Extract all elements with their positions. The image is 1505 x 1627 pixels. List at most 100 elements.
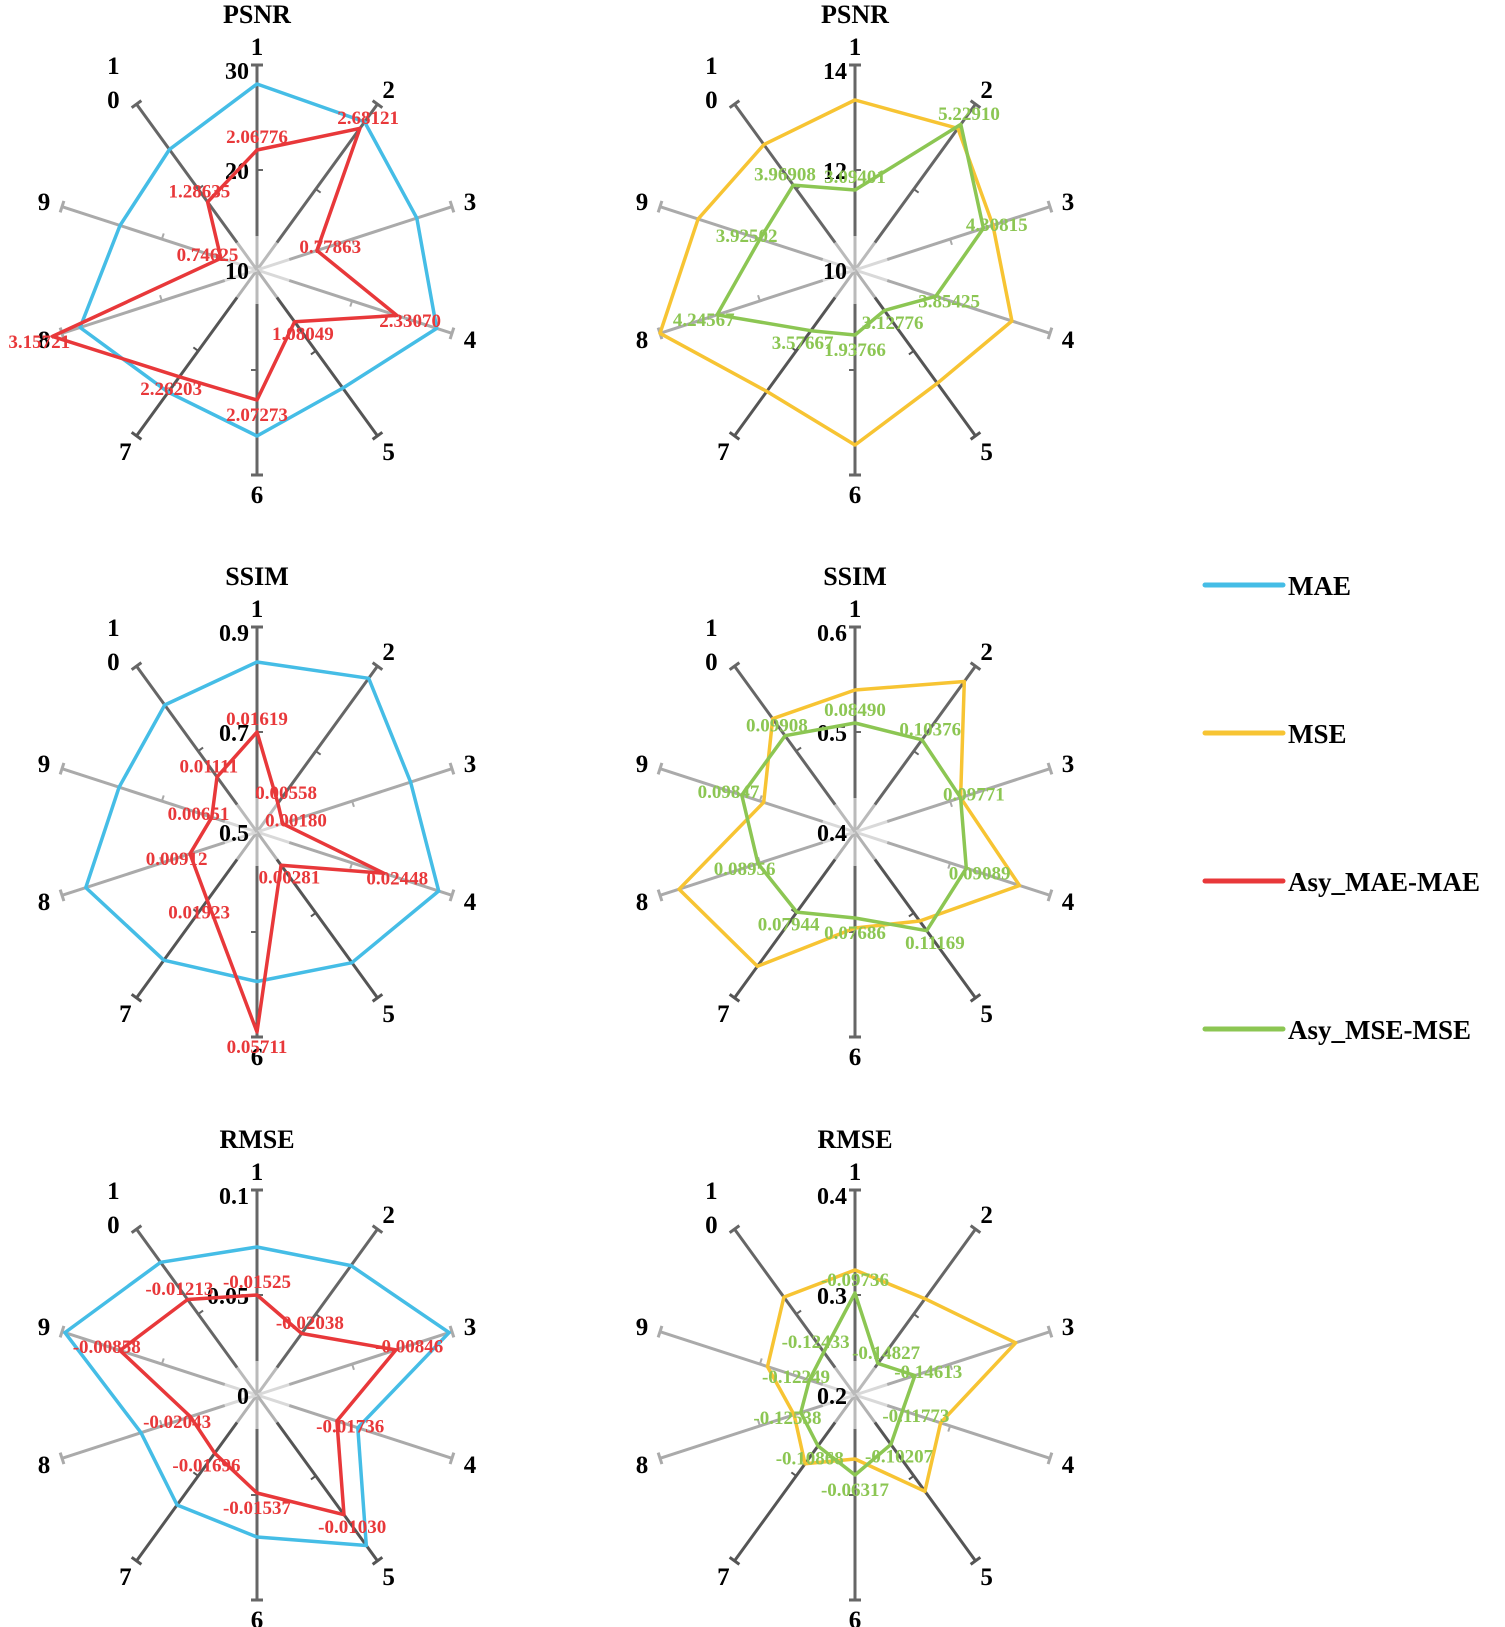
data-label-7: 0.07944: [758, 914, 820, 935]
axis-cap-10: [728, 1224, 741, 1234]
axis-cap-4: [1046, 1452, 1054, 1465]
axis-tick-5: [908, 350, 915, 356]
data-label-4: 0.09089: [949, 863, 1011, 884]
legend-label-MAE: MAE: [1288, 571, 1351, 601]
axis-cap-7: [130, 993, 143, 1003]
axis-label-8: 8: [636, 889, 649, 916]
axis-label-1: 1: [251, 596, 264, 623]
axis-label-9: 9: [636, 189, 649, 216]
axis-line-2: [853, 665, 977, 833]
axis-label-5: 5: [980, 439, 993, 466]
axis-line-10: [733, 103, 857, 271]
axis-tick-3: [949, 800, 953, 808]
axis-cap-8: [58, 1452, 66, 1465]
legend-label-Asy_MSE-MSE: Asy_MSE-MSE: [1288, 1015, 1471, 1045]
data-label-3: 4.30815: [966, 215, 1028, 236]
data-label-3: 0.77863: [299, 237, 361, 258]
axis-cap-10: [130, 1224, 143, 1234]
series-line-MAE: [78, 82, 439, 438]
axis-tick-4: [947, 1425, 952, 1432]
axis-line-5: [853, 269, 977, 437]
data-label-10: -0.12433: [782, 1332, 850, 1353]
axis-tick-10: [197, 746, 204, 752]
axis-line-3: [854, 205, 1051, 272]
series-line-MSE: [765, 1268, 1018, 1494]
axis-cap-4: [448, 889, 456, 902]
data-label-10: 0.01111: [179, 757, 238, 778]
data-label-3: 0.09771: [943, 784, 1005, 805]
axis-cap-5: [371, 431, 384, 441]
axis-cap-5: [969, 993, 982, 1003]
axis-cap-10: [728, 661, 741, 671]
panel-title: RMSE: [817, 1125, 892, 1154]
data-label-8: -0.12538: [753, 1408, 821, 1429]
axis-hub: [821, 798, 889, 866]
axis-line-4: [256, 830, 453, 897]
axis-tick-4: [349, 862, 354, 869]
data-label-5: -0.10207: [865, 1447, 934, 1468]
axis-cap-3: [1046, 200, 1054, 213]
axis-label-8: 8: [636, 1452, 649, 1479]
axis-tick-9: [160, 795, 165, 802]
data-label-7: -0.10868: [776, 1448, 844, 1469]
axis-tick-8: [159, 856, 163, 864]
axis-label-4: 4: [1062, 889, 1075, 916]
axis-label-4: 4: [1062, 327, 1075, 354]
axis-tick-2: [315, 1313, 322, 1319]
series-line-Asy_MAE-MAE: [50, 126, 399, 402]
axis-cap-8: [656, 1452, 664, 1465]
data-label-4: 2.33070: [379, 311, 441, 332]
axis-cap-3: [448, 200, 456, 213]
data-label-3: -0.14613: [894, 1362, 962, 1383]
axis-line-10: [733, 665, 857, 833]
axis-label-3: 3: [464, 751, 477, 778]
axis-cap-4: [448, 1452, 456, 1465]
data-label-2: 0.00558: [255, 783, 317, 804]
axis-line-3: [256, 1330, 453, 1397]
axis-line-7: [733, 831, 857, 999]
axis-line-4: [256, 1393, 453, 1460]
tick-label: 0.3: [817, 1284, 847, 1310]
axis-line-2: [853, 103, 977, 271]
axis-label-7: 7: [119, 439, 132, 466]
data-label-9: 0.74625: [177, 245, 239, 266]
data-label-6: 0.07686: [824, 923, 886, 944]
data-label-6: -0.06317: [821, 1480, 890, 1501]
legend-label-MSE: MSE: [1288, 719, 1347, 749]
axis-line-9: [659, 205, 856, 272]
axis-cap-7: [728, 1556, 741, 1566]
data-label-8: 3.15721: [8, 332, 70, 353]
axis-label-3: 3: [464, 189, 477, 216]
series-line-Asy_MAE-MAE: [118, 1293, 398, 1517]
data-label-5: -0.01030: [318, 1517, 386, 1538]
axis-line-9: [61, 1330, 258, 1397]
axis-cap-10: [130, 661, 143, 671]
data-label-9: 3.92502: [716, 226, 778, 247]
axis-label-1: 1: [251, 34, 264, 61]
axis-cap-2: [969, 1224, 982, 1234]
axis-line-5: [255, 831, 379, 999]
axis-label-9: 9: [38, 1314, 51, 1341]
axis-cap-9: [58, 762, 66, 775]
axis-hub: [223, 1361, 291, 1429]
axis-cap-2: [371, 661, 384, 671]
axis-cap-8: [656, 889, 664, 902]
data-label-8: -0.02043: [143, 1412, 211, 1433]
series-line-Asy_MSE-MSE: [799, 1291, 917, 1477]
axis-cap-9: [58, 200, 66, 213]
tick-label: 0.4: [817, 821, 847, 847]
axis-tick-7: [192, 346, 199, 352]
series-line-Asy_MAE-MAE: [188, 730, 386, 1034]
axis-line-7: [733, 1394, 857, 1562]
axis-hub: [821, 236, 889, 304]
axis-line-3: [256, 205, 453, 272]
data-label-8: 4.24567: [673, 310, 735, 331]
axis-line-4: [256, 268, 453, 335]
axis-label-9: 9: [38, 189, 51, 216]
axis-tick-5: [310, 1475, 317, 1481]
